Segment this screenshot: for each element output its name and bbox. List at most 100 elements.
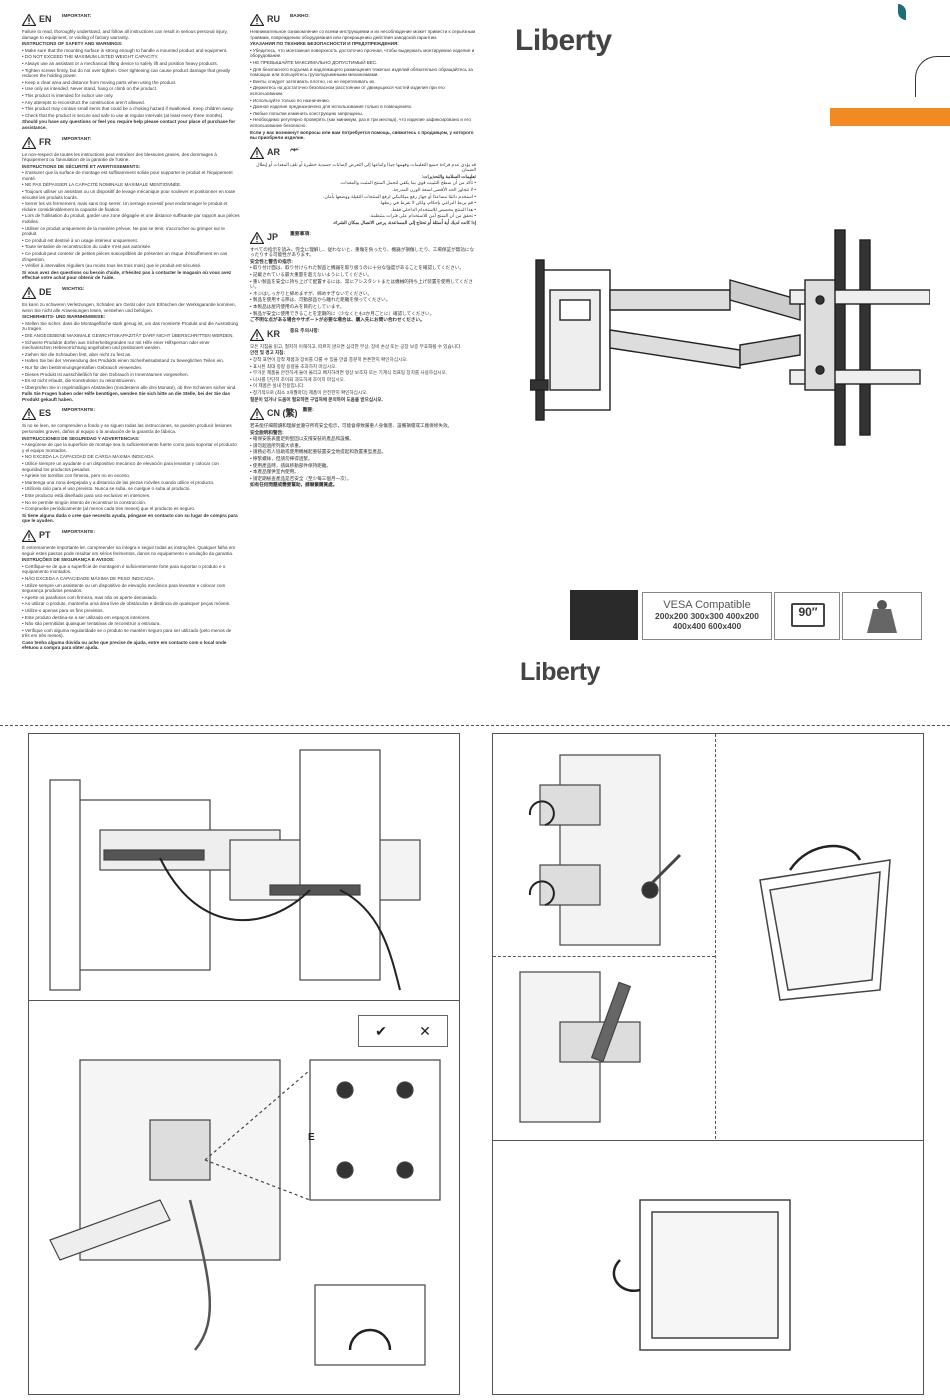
language-code: ES <box>39 408 52 419</box>
instruction-line: Si vous avez des questions ou besoin d'a… <box>22 269 232 281</box>
instruction-line: • Данное изделие предназначено для испол… <box>250 104 413 110</box>
warning-icon <box>22 14 36 26</box>
instruction-line: • Toute tentative de reconstruction du c… <box>22 244 152 250</box>
ok-indicator: ✔ ✕ <box>358 1015 448 1047</box>
language-code: AR <box>267 146 280 157</box>
warning-icon <box>250 14 264 26</box>
instruction-line: • This product may contain small items t… <box>22 106 234 112</box>
instruction-line: • Aperte os parafusos com firmeza, mas n… <box>22 594 158 600</box>
instruction-line: Falls Sie Fragen haben oder Hilfe benöti… <box>22 391 231 402</box>
instruction-line: • استخدم دائمًا مساعدًا أو جهاز رفع ميكا… <box>323 193 476 199</box>
instruction-line: • 製品が安全に使用できることを定期的に（少なくとも3か月ごとに）確認してくださ… <box>250 310 435 316</box>
instruction-line: • 重い製品を安全に持ち上げて配置するには、常にアシスタントまたは機械的持ち上げ… <box>250 278 473 290</box>
tilt-tv-drawing <box>759 844 891 1001</box>
instruction-line: • هذا المنتج مخصص للاستخدام الداخلي فقط. <box>390 206 476 212</box>
panel-left-divider <box>29 1000 459 1001</box>
tilt-adjust-drawing-top <box>528 754 682 946</box>
instruction-line: قد يؤدي عدم قراءة جميع التعليمات وفهمها … <box>256 161 476 173</box>
teal-mark <box>898 4 906 20</box>
instruction-line: • Toujours utiliser un assistant ou un d… <box>22 189 236 200</box>
instruction-line: • 장착 표면이 장착 제품과 장비를 다룰 수 있을 만큼 충분히 튼튼한지 … <box>250 356 408 362</box>
instruction-line: • Ce produit est destiné à un usage inté… <box>22 237 139 243</box>
language-code: PT <box>39 529 51 540</box>
instruction-line: INSTRUÇÕES DE SEGURANÇA E AVISOS: <box>22 557 115 563</box>
instruction-line: Si tiene alguna duda o cree que necesita… <box>22 512 238 524</box>
instruction-line: • Este produto destina-se a ser utilizad… <box>22 614 151 620</box>
instruction-line: • Для безопасного подъема и надлежащего … <box>250 66 473 78</box>
cable-management-drawing <box>49 749 421 991</box>
instruction-line: • Utilize sempre um assistente ou um dis… <box>22 582 226 594</box>
instruction-line: • Es ist nicht erlaubt, die Konstruktion… <box>22 378 136 384</box>
instruction-line: • Nur für den bestimmungsgemäßen Gebrauc… <box>22 364 143 370</box>
instruction-line: • Não são permitidas quaisquer tentativa… <box>22 621 161 627</box>
language-header: RU ВАЖНО: <box>250 14 476 26</box>
language-heading: IMPORTANTE: <box>62 529 95 535</box>
instruction-line: • قم بربط البراغي بإحكام، ولكن لا تفرط ف… <box>379 200 476 206</box>
language-heading: WICHTIG: <box>62 286 85 292</box>
brand-logo-top: Liberty <box>515 24 612 57</box>
ok-mark: ✔ <box>375 1022 387 1039</box>
instruction-line: Невнимательное ознакомление со всеми инс… <box>250 29 476 40</box>
instruction-line: • 표시된 최대 중량 용량을 초과하지 마십시오. <box>250 363 337 369</box>
brand-logo-bottom: Liberty <box>520 658 600 686</box>
warning-icon <box>250 231 264 244</box>
instruction-line: • 請勿超過所列最大承重。 <box>250 442 304 448</box>
instruction-line: • 무거운 제품을 안전하게 들어 올리고 배치하려면 항상 보조자 또는 기계… <box>250 370 447 376</box>
fold-line <box>0 725 950 726</box>
instruction-line: Le non-respect de toutes les instruction… <box>22 151 217 163</box>
warning-icon <box>250 146 264 159</box>
language-section-cn: CN (繁)重要:若未能仔細閱讀和理解並遵守所有安全指示，可能會導致嚴重人身傷害… <box>250 408 476 488</box>
instruction-line: Caso tenha alguma dúvida ou ache que pre… <box>22 639 227 651</box>
instruction-line: ご不明な点がある場合やサポートが必要な場合は、購入先にお問い合わせください。 <box>250 317 425 323</box>
language-code: CN (繁) <box>267 408 298 419</box>
vesa-sizes-1: 200x200 300x300 400x200 <box>655 611 759 621</box>
instruction-line: • ネジはしっかりと締めますが、締めすぎないでください。 <box>250 290 373 296</box>
swivel-box: 90″ <box>774 592 840 640</box>
instruction-line: • 나사를 단단히 조이되 과도하게 조이지 마십시오. <box>250 376 346 382</box>
instruction-line: 질문이 있거나 도움이 필요하면 구입처에 문의하여 도움을 받으십시오. <box>250 396 383 402</box>
instruction-line: Should you have any questions or feel yo… <box>22 119 236 130</box>
instruction-line: • NÃO EXCEDA A CAPACIDADE MÁXIMA DE PESO… <box>22 575 155 581</box>
no-mark: ✕ <box>419 1022 431 1039</box>
instruction-line: Es kann zu schweren Verletzungen, Schäde… <box>22 301 236 313</box>
instruction-line: УКАЗАНИЯ ПО ТЕХНИКЕ БЕЗОПАСНОСТИ И ПРЕДУ… <box>250 41 399 47</box>
warning-icon <box>22 529 36 542</box>
instruction-line: • This product is intended for indoor us… <box>22 92 114 98</box>
instruction-line: • 請務必有人協助或使用機械起重裝置安全地提起和放置重型產品。 <box>250 449 387 455</box>
instruction-line: • Check that the product is secure and s… <box>22 112 224 118</box>
instruction-line: إذا كانت لديك أية أسئلة أو تحتاج إلى الم… <box>332 220 476 226</box>
panel-right-divider-v <box>715 734 716 1139</box>
tv-mount-illustration <box>530 229 930 446</box>
instruction-line: • لا تتجاوز الحد الأقصى لسعة الوزن المدر… <box>392 187 476 193</box>
warning-icon <box>22 408 36 421</box>
instruction-line: 안전 및 경고 지침: <box>250 350 285 356</box>
instruction-line: • Vérifier à intervalles réguliers (au m… <box>22 263 202 269</box>
instruction-line: É extremamente importante ler, compreend… <box>22 544 236 556</box>
instruction-line: • 이 제품은 실내 전용입니다. <box>250 383 305 389</box>
instruction-line: INSTRUCTIONS OF SAFETY AND WARNINGS: <box>22 41 123 47</box>
instruction-line: • Schwere Produkte dürfen aus Sicherheit… <box>22 339 210 351</box>
instruction-line: تعليمات السلامة والتحذيرات: <box>421 173 476 179</box>
instruction-line: • تأكد من أن سطح التثبيت قوي بما يكفي لت… <box>339 180 476 186</box>
instruction-line: 若未能仔細閱讀和理解並遵守所有安全指示，可能會導致嚴重人身傷害、設備損壞或工廠保… <box>250 423 453 429</box>
instruction-line: • NE PAS DÉPASSER LA CAPACITÉ NOMINALE M… <box>22 182 182 188</box>
instruction-line: すべての指示を読み、完全に理解し、従わないと、重傷を負ったり、機器が損傷したり、… <box>250 246 475 258</box>
instruction-line: Если у вас возникнут вопросы или вам пот… <box>250 129 474 141</box>
instruction-line: • Используйте только по назначению. <box>250 97 330 103</box>
instruction-line: • Apriete los tornillos con firmeza, per… <box>22 473 131 479</box>
language-code: KR <box>267 328 280 339</box>
instruction-line: • 擰緊螺絲，但請勿擰得過緊。 <box>250 456 313 462</box>
language-code: RU <box>267 14 280 24</box>
corner-curve <box>915 56 950 97</box>
instruction-line: • 取り付け面は、取り付けられた製品と機器を取り扱うのに十分な強度があることを確… <box>250 265 464 271</box>
language-heading: ВАЖНО: <box>290 14 310 19</box>
instruction-line: • Utilice siempre un ayudante o un dispo… <box>22 461 219 472</box>
